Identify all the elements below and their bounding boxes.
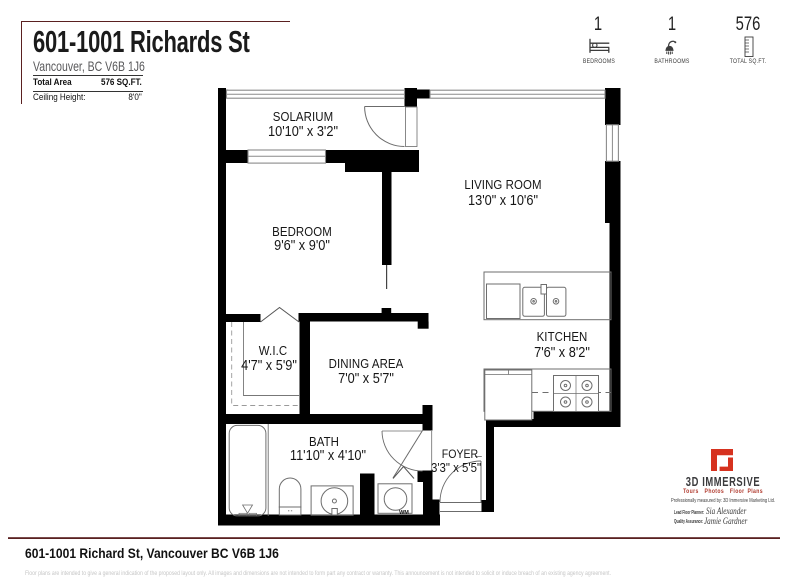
svg-text:WM: WM <box>399 510 409 516</box>
